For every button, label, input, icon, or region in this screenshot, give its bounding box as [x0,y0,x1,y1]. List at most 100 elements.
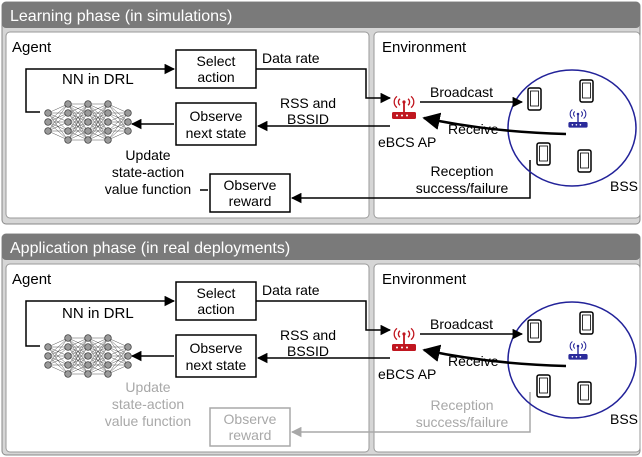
nn-edge [67,355,89,375]
nn-edge [67,103,89,114]
router-led [575,356,578,358]
rss-label-line2: BSSID [287,343,329,359]
nn-node [64,100,72,108]
reception-line1: Reception [430,163,493,179]
nn-edge [107,130,129,141]
reception-line2: success/failure [416,414,509,430]
signal-wave [583,109,587,119]
nn-edge [107,121,129,141]
nn-edge [107,346,129,357]
select-action-line2: action [197,69,234,85]
nn-node [64,343,72,351]
signal-wave [393,327,398,341]
reception-line2: success/failure [416,180,509,196]
router-base [392,344,416,351]
bss-ap-router-icon [568,341,588,360]
learning-phase: Learning phase (in simulations) Agent En… [1,1,641,225]
nn-node [64,334,72,342]
router-led [401,346,403,349]
router-led [571,124,574,126]
nn-edge [67,112,89,141]
observe-reward-line1: Observe [224,177,277,193]
nn-edge [67,130,89,141]
signal-wave [569,341,573,351]
nn-edge [107,346,129,375]
nn-edge [87,121,109,141]
nn-node [104,109,112,117]
update-line1: Update [125,379,170,395]
nn-edge [47,103,69,132]
nn-edge [47,355,69,366]
nn-edge [87,103,109,123]
nn-node [124,118,132,126]
nn-edge [67,103,89,141]
nn-node [104,343,112,351]
environment-box [373,31,641,219]
nn-node [44,109,52,117]
nn-edge [67,121,89,141]
phone-icon [536,374,551,398]
data-rate-label: Data rate [262,50,320,66]
nn-node [84,118,92,126]
learning-header-bar [2,2,640,28]
update-line2: state-action [112,164,184,180]
data-rate-arrow [256,300,392,336]
nn-node [104,118,112,126]
agent-title: Agent [12,271,52,288]
router-base [392,112,416,119]
broadcast-label: Broadcast [430,84,493,100]
update-line2: state-action [112,396,184,412]
nn-node [64,127,72,135]
nn-node [124,343,132,351]
nn-edge [87,112,109,141]
reception-line1: Reception [430,397,493,413]
application-header-bar [2,234,640,260]
nn-edge [47,337,69,348]
ebcs-ap-label: eBCS AP [378,366,436,382]
environment-title: Environment [382,39,467,56]
nn-edge [67,337,89,366]
nn-node [64,352,72,360]
router-led [579,124,582,126]
nn-edge [47,337,69,357]
nn-node [64,118,72,126]
application-phase: Application phase (in real deployments) … [1,233,641,456]
nn-node [104,334,112,342]
signal-wave [397,330,401,338]
nn-edge [87,346,109,375]
signal-wave [573,111,576,117]
observe-next-state-line2: next state [186,125,247,141]
learning-header: Learning phase (in simulations) [10,8,232,25]
signal-wave [407,330,411,338]
signal-wave [580,343,583,349]
nn-node [64,136,72,144]
observe-reward-line2: reward [229,427,272,443]
nn-edge [47,103,69,114]
nn-node [64,109,72,117]
neural-network-icon [44,100,132,144]
nn-edge [87,355,109,375]
nn-node [64,361,72,369]
update-line3: value function [105,413,191,429]
router-antenna-tip [402,332,406,336]
nn-label: NN in DRL [62,305,134,322]
router-antenna-tip [576,112,580,116]
update-line1: Update [125,147,170,163]
select-action-box [175,49,257,89]
nn-edge [67,337,89,357]
nn-edge [107,346,129,366]
observe-reward-line1: Observe [224,411,277,427]
nn-edge [107,355,129,375]
phone-screen [539,145,548,162]
nn-edge [67,103,89,123]
router-base [568,354,588,360]
observe-next-state-box [175,334,257,378]
nn-node [84,334,92,342]
nn-edge [47,121,69,132]
nn-edge [87,103,109,132]
select-action-line1: Select [197,285,236,301]
nn-edge [87,103,109,141]
signal-wave [410,327,415,341]
nn-edge [67,337,89,375]
broadcast-label: Broadcast [430,316,493,332]
